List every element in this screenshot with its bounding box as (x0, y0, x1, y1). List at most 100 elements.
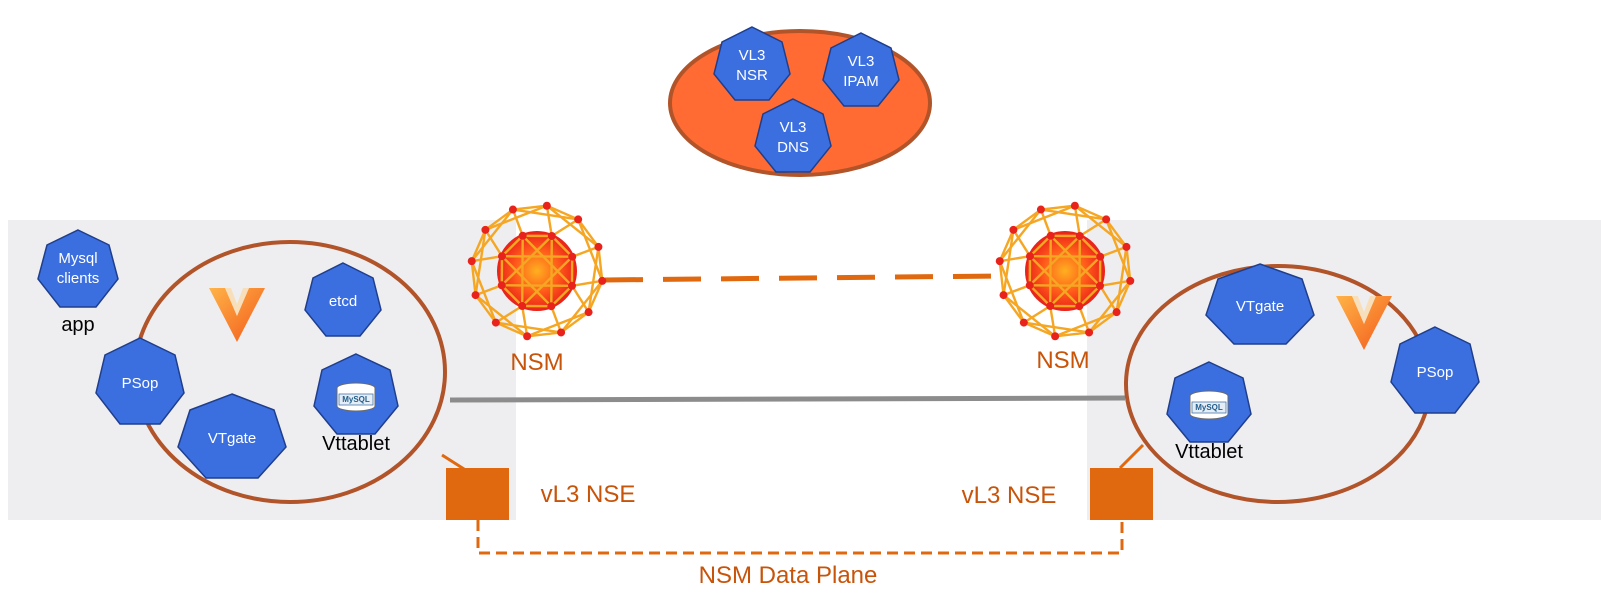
sphere-edge (1078, 235, 1102, 258)
sphere-edge (1049, 235, 1052, 307)
sphere-node (1075, 302, 1084, 311)
right-vttablet-label: Vttablet (1175, 441, 1243, 463)
vitess-logo-icon (209, 288, 265, 342)
left-vtgate-label: VTgate (208, 430, 256, 447)
sphere-node (1085, 328, 1094, 337)
sphere-edge (550, 305, 563, 333)
sphere-edge (495, 321, 562, 334)
sphere-edge (1079, 218, 1107, 238)
sphere-node (1025, 281, 1034, 290)
vl3-dns-hexagon: VL3 DNS (754, 98, 832, 173)
sphere-edge (1074, 204, 1107, 221)
sphere-node (995, 257, 1004, 266)
sphere-edge (495, 321, 528, 338)
sphere-edge (550, 284, 573, 308)
sphere-edge (1029, 234, 1052, 258)
data-plane-label: NSM Data Plane (699, 562, 878, 589)
sphere-core (497, 231, 577, 311)
sphere-edge (1012, 208, 1042, 231)
sphere-node (547, 231, 556, 240)
sphere-node (523, 332, 532, 341)
sphere-edge (495, 304, 523, 324)
sphere-edge (512, 204, 547, 211)
sphere-edge (470, 208, 514, 262)
sphere-node (1019, 318, 1028, 327)
sphere-edge (512, 208, 579, 221)
sphere-node (1036, 205, 1045, 214)
sphere-edge (560, 311, 590, 334)
right-nsm-geodesic-sphere-icon (995, 201, 1135, 341)
sphere-edge (1029, 284, 1101, 287)
sphere-node (1025, 252, 1034, 261)
left-mysql-badge: MySQL (342, 395, 370, 404)
right-nse-label: vL3 NSE (962, 482, 1057, 509)
sphere-node (1122, 242, 1131, 251)
right-psop-label: PSop (1417, 364, 1454, 381)
sphere-node (471, 291, 480, 300)
right-vtgate-label: VTgate (1236, 298, 1284, 315)
sphere-edge (546, 204, 600, 248)
sphere-node (1046, 302, 1055, 311)
left-vtgate-hexagon: VTgate (177, 393, 287, 479)
sphere-edge (571, 245, 599, 258)
sphere-node (542, 201, 551, 210)
sphere-node (557, 328, 566, 337)
mysql-clients-line2: clients (57, 270, 100, 287)
sphere-node (1112, 308, 1121, 317)
sphere-edge (1039, 209, 1052, 237)
sphere-edge (1098, 285, 1118, 313)
sphere-edge (1078, 305, 1091, 333)
sphere-node (584, 308, 593, 317)
sphere-edge (521, 255, 574, 307)
sphere-edge (511, 209, 524, 237)
sphere-node (1046, 231, 1055, 240)
sphere-edge (527, 331, 562, 338)
sphere-edge (998, 261, 1005, 296)
sphere-node (574, 215, 583, 224)
sphere-edge (998, 229, 1015, 262)
sphere-edge (1078, 235, 1081, 307)
sphere-edge (560, 280, 604, 334)
left-nse-label: vL3 NSE (541, 481, 636, 508)
sphere-edge (550, 235, 574, 258)
sphere-edge (474, 229, 487, 296)
etcd-label: etcd (329, 293, 357, 310)
sphere-edge (1029, 255, 1101, 258)
sphere-edge (1078, 284, 1101, 308)
right-mysql-badge: MySQL (1195, 403, 1223, 412)
mysql-clients-line1: Mysql (58, 250, 97, 267)
sphere-edge (501, 255, 573, 258)
right-vl3-nse-box (1090, 468, 1153, 520)
left-psop-label: PSop (122, 375, 159, 392)
sphere-core (1025, 231, 1105, 311)
sphere-node (1051, 332, 1060, 341)
sphere-edge (587, 246, 600, 313)
sphere-edge (1049, 305, 1057, 337)
sphere-edge (474, 294, 528, 338)
sphere-node (518, 302, 527, 311)
sphere-edge (1099, 245, 1127, 258)
sphere-edge (577, 218, 600, 248)
left-nsm-geodesic-sphere-icon (467, 201, 607, 341)
etcd-hexagon: etcd (304, 262, 382, 337)
sphere-edge (470, 229, 487, 262)
sphere-edge (1003, 284, 1031, 297)
sphere-node (467, 257, 476, 266)
sphere-node (497, 281, 506, 290)
sphere-edge (550, 235, 553, 307)
sphere-edge (999, 255, 1031, 263)
vl3-nsr-line2: NSR (736, 67, 768, 84)
vl3-nsr-hexagon: VL3 NSR (713, 26, 791, 101)
sphere-node (568, 281, 577, 290)
sphere-edge (475, 284, 503, 297)
sphere-edge (1040, 204, 1075, 211)
left-nsm-label: NSM (510, 349, 563, 376)
sphere-edge (1088, 280, 1132, 334)
sphere-edge (471, 255, 503, 263)
sphere-edge (1028, 235, 1081, 287)
sphere-node (568, 252, 577, 261)
sphere-edge (1115, 280, 1132, 313)
left-psop-hexagon: PSop (95, 337, 185, 425)
sphere-edge (551, 218, 579, 238)
sphere-edge (570, 285, 590, 313)
